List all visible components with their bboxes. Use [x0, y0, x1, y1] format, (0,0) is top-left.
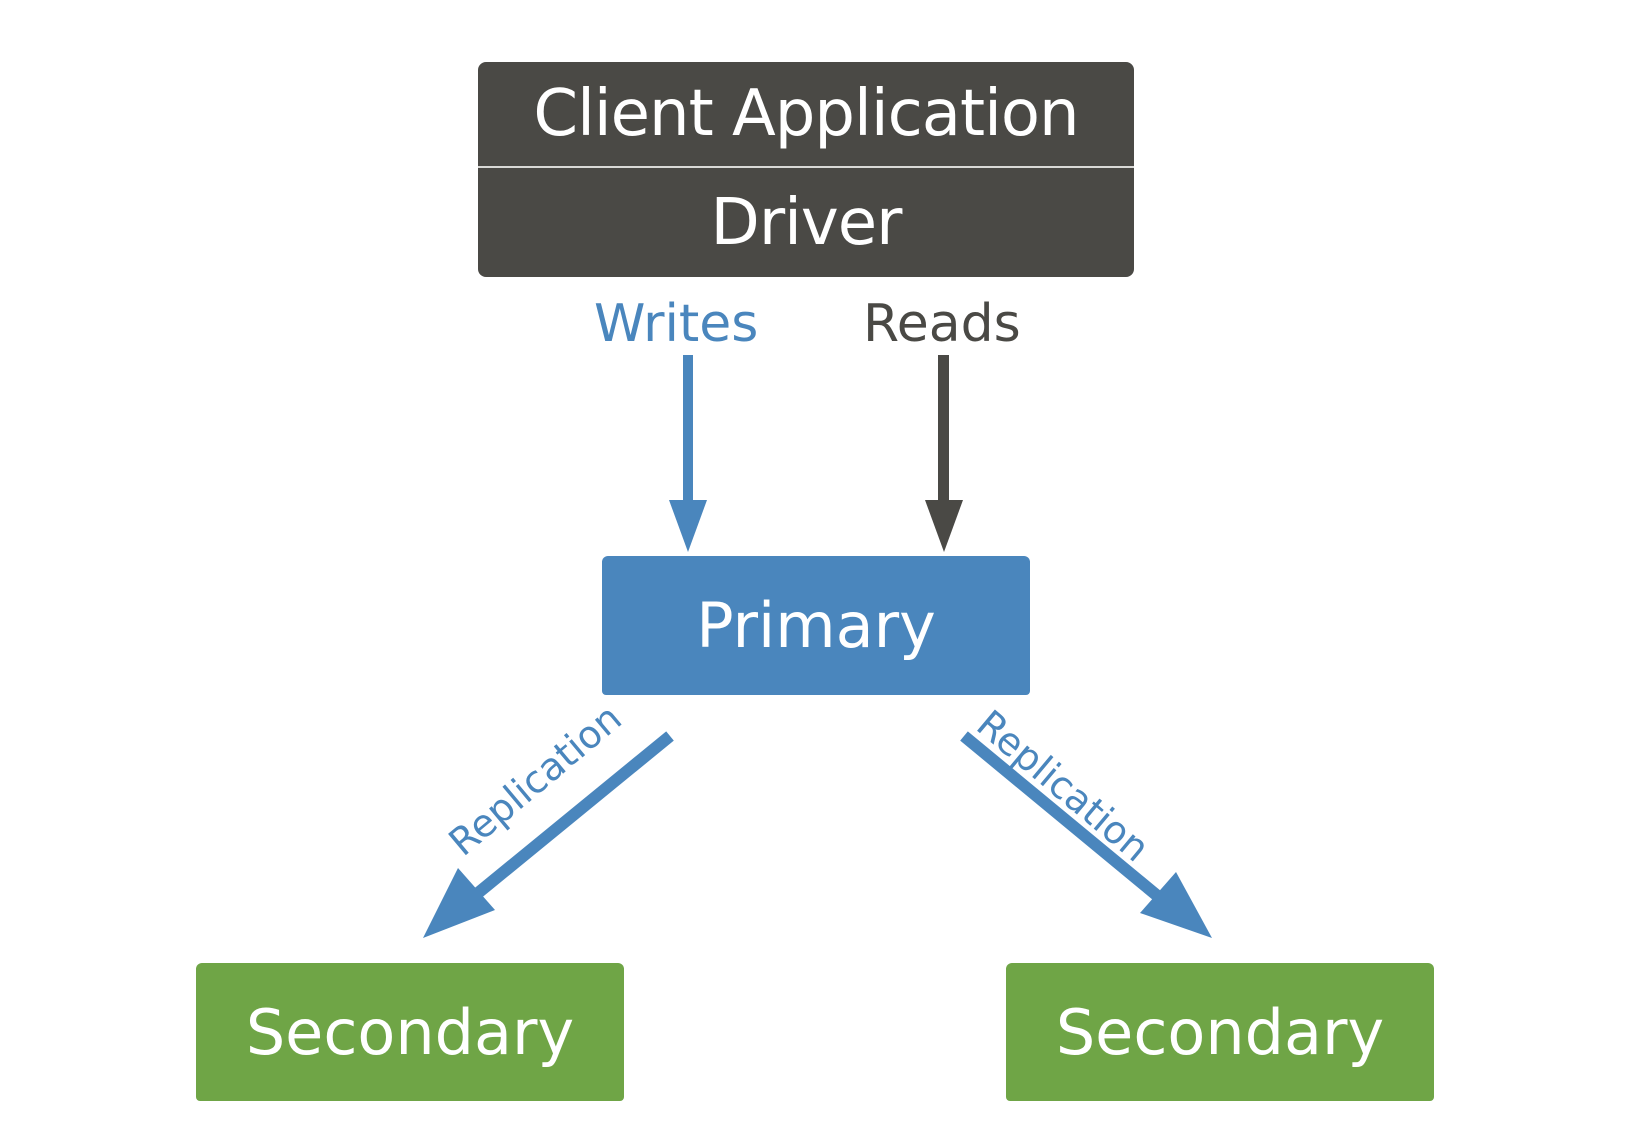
secondary-node-left: Secondary [196, 963, 624, 1101]
reads-arrow [925, 355, 963, 552]
secondary-label-right: Secondary [1055, 995, 1385, 1069]
reads-label: Reads [863, 294, 1021, 354]
primary-node: Primary [602, 556, 1030, 695]
client-application-label: Client Application [533, 77, 1079, 151]
replication-arrow-left [423, 731, 674, 938]
client-application-box: Client Application Driver [478, 62, 1134, 277]
secondary-label-left: Secondary [245, 995, 575, 1069]
replication-arrow-right [960, 731, 1212, 938]
client-driver-divider [478, 166, 1134, 168]
writes-arrow [669, 355, 707, 552]
writes-label: Writes [594, 294, 759, 354]
secondary-node-right: Secondary [1006, 963, 1434, 1101]
primary-label: Primary [696, 589, 936, 662]
driver-label: Driver [710, 185, 903, 260]
